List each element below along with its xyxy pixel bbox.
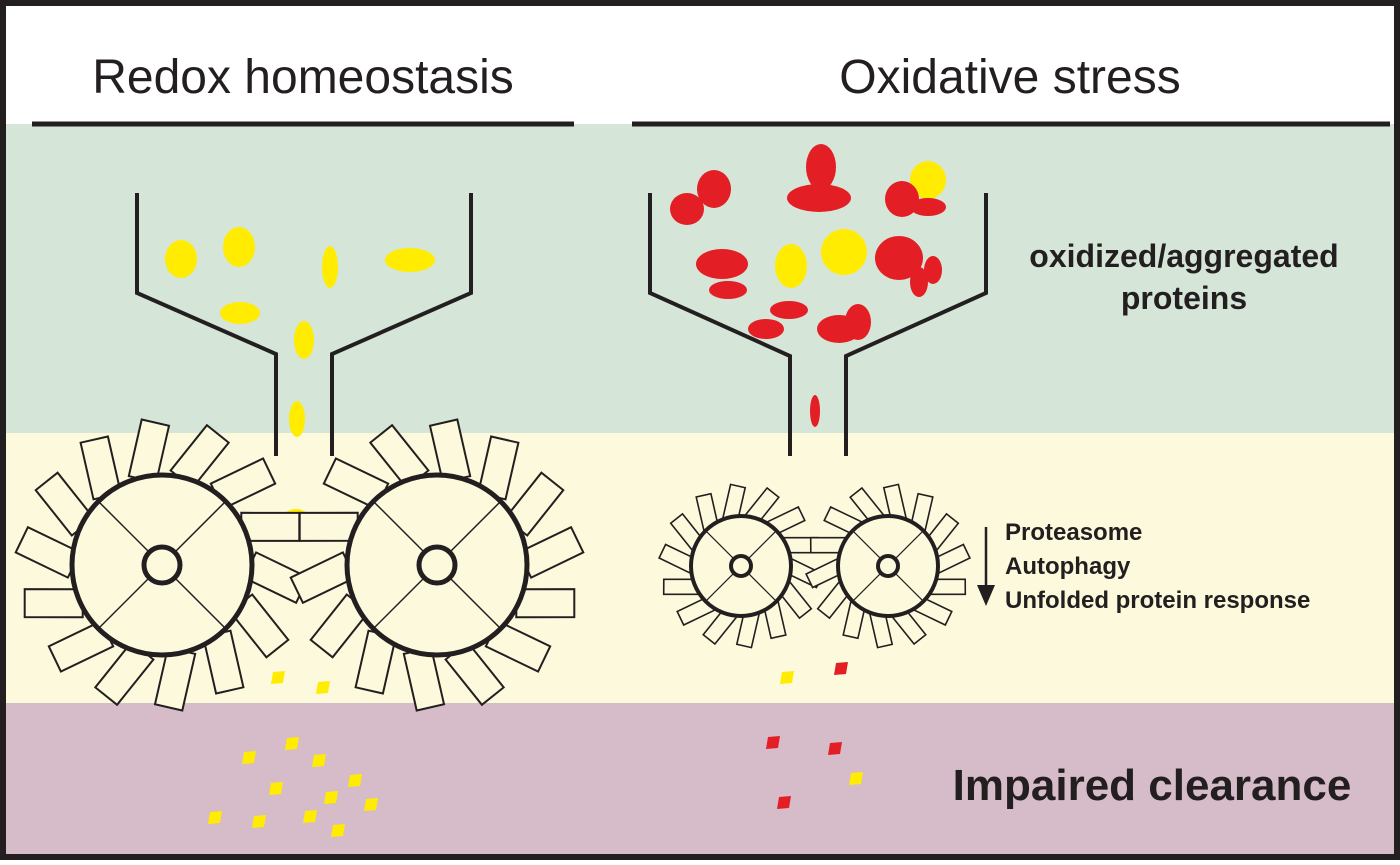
left-gear-1-hub [141, 544, 183, 586]
right-gear-1-spoke [747, 572, 777, 602]
right-gear-2-spoke [894, 572, 924, 602]
left-fragments [208, 671, 378, 837]
right-oxidized-proteins [670, 144, 946, 427]
left-panel-title: Redox homeostasis [92, 51, 514, 104]
left-gear-1-spoke [97, 577, 150, 630]
left-gear-2-spoke [449, 577, 502, 630]
pathway-unfolded-protein-response: Unfolded protein response [1005, 587, 1310, 614]
right-gear-2 [805, 483, 971, 649]
right-gear-1-spoke [705, 530, 735, 560]
decrease-arrow [977, 527, 995, 606]
right-gear-1-spoke [705, 572, 735, 602]
band-bottom [6, 703, 1394, 854]
left-gear-1-spoke [174, 500, 227, 553]
left-gear-1-spoke [174, 577, 227, 630]
proteins-label-line2: proteins [1121, 280, 1247, 316]
right-gear-2-spoke [852, 530, 882, 560]
left-gear-2-hub [416, 544, 458, 586]
proteins-label-line1: oxidized/aggregated [1029, 238, 1338, 274]
left-gear-1-spoke [97, 500, 150, 553]
left-gear-2-spoke [372, 500, 425, 553]
left-gear-2-spoke [372, 577, 425, 630]
right-gear-1 [658, 483, 824, 649]
gears-layer [14, 418, 971, 712]
right-gear-1-hub [729, 554, 753, 578]
right-panel-title: Oxidative stress [839, 51, 1180, 104]
right-gear-2-spoke [894, 530, 924, 560]
pathway-autophagy: Autophagy [1005, 553, 1131, 580]
band-top [6, 124, 1394, 433]
right-funnel [648, 193, 988, 456]
right-fragments [766, 662, 863, 809]
left-funnel [135, 193, 473, 456]
right-gear-2-hub [876, 554, 900, 578]
left-gear-1 [14, 418, 310, 712]
impaired-clearance-label: Impaired clearance [953, 761, 1352, 810]
left-gear-2-spoke [449, 500, 502, 553]
right-gear-2-spoke [852, 572, 882, 602]
right-gear-1-spoke [747, 530, 777, 560]
pathway-proteasome: Proteasome [1005, 519, 1142, 546]
left-gear-2 [289, 418, 585, 712]
